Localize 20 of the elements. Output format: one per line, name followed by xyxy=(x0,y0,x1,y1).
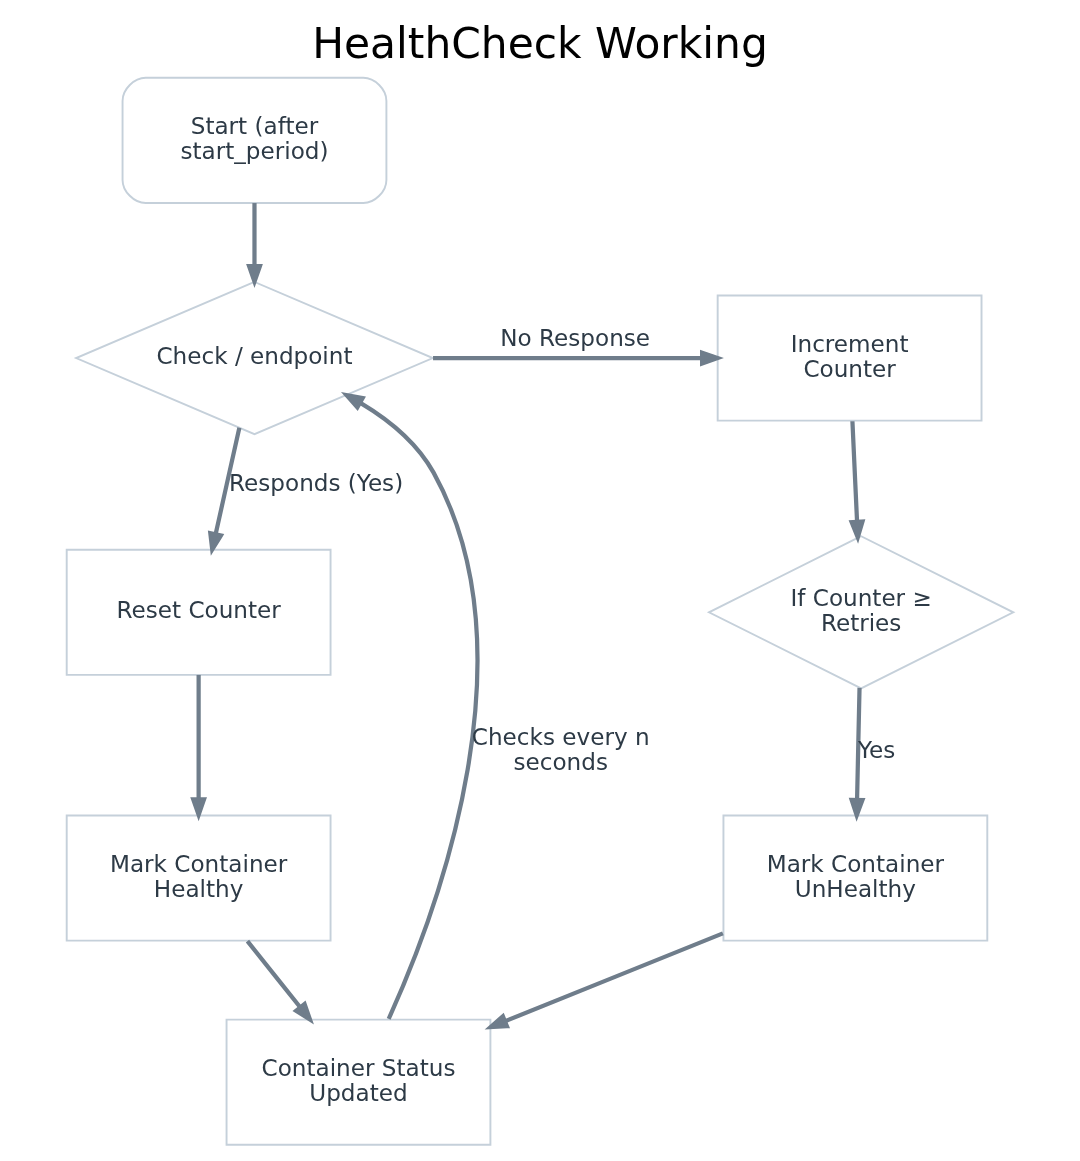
arrow xyxy=(207,427,242,556)
edge-label: No Response xyxy=(500,324,651,351)
diagram-title: HealthCheck Working xyxy=(312,18,768,68)
node-box: Increment Counter xyxy=(716,294,983,422)
arrow xyxy=(340,391,480,1020)
arrow xyxy=(190,674,207,822)
node-diamond: If Counter ≥ Retries xyxy=(706,535,1016,690)
edge-label: Responds (Yes) xyxy=(229,470,404,497)
node-box: Mark Container UnHealthy xyxy=(722,814,989,942)
arrow xyxy=(848,687,866,822)
node-box: Reset Counter xyxy=(65,548,332,676)
node-diamond: Check / endpoint xyxy=(73,280,436,436)
arrow xyxy=(848,421,866,544)
arrow xyxy=(246,203,263,289)
arrow xyxy=(433,349,724,367)
arrow xyxy=(484,931,724,1030)
node-box: Container Status Updated xyxy=(225,1018,492,1146)
arrow xyxy=(245,939,314,1025)
node-box: Mark Container Healthy xyxy=(65,814,332,942)
node-box: Start (after start_period) xyxy=(121,76,388,204)
